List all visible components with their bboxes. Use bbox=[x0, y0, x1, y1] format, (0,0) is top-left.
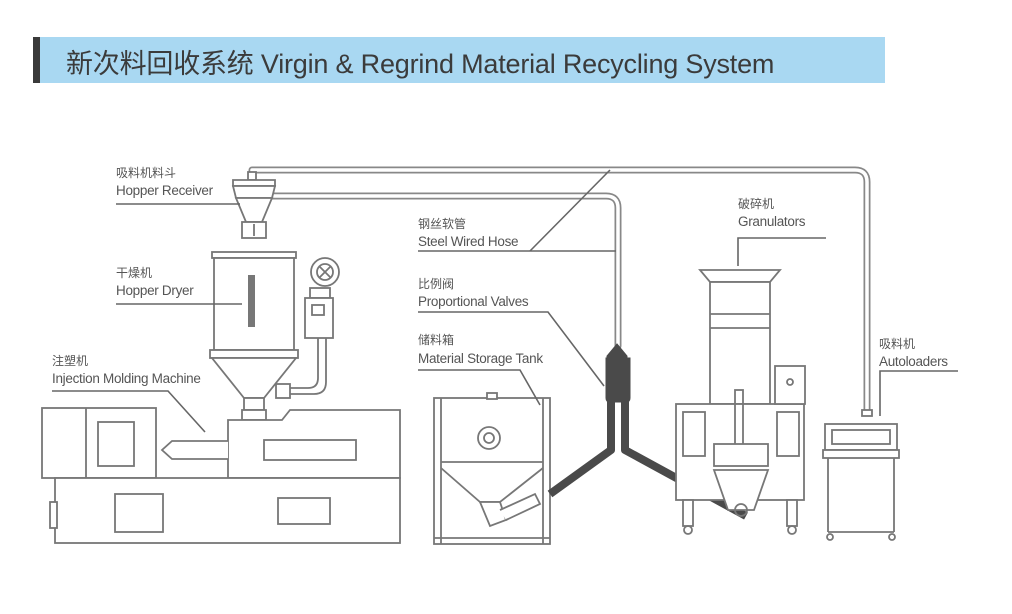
autoloader bbox=[822, 409, 900, 541]
label-injection-molding-cn: 注塑机 bbox=[52, 353, 88, 368]
label-proportional-valves-en: Proportional Valves bbox=[418, 294, 529, 309]
label-injection-molding-en: Injection Molding Machine bbox=[52, 371, 201, 386]
granulator bbox=[675, 269, 806, 535]
title-bar bbox=[33, 37, 885, 83]
leader-lines bbox=[52, 169, 958, 433]
label-hopper-receiver-en: Hopper Receiver bbox=[116, 183, 214, 198]
label-autoloaders-en: Autoloaders bbox=[879, 354, 948, 369]
hopper-dryer bbox=[209, 251, 340, 421]
label-granulators-cn: 破碎机 bbox=[738, 196, 774, 211]
label-steel-hose-cn: 钢丝软管 bbox=[418, 216, 466, 231]
label-proportional-valves-cn: 比例阀 bbox=[418, 277, 454, 291]
title-accent bbox=[33, 37, 40, 83]
label-steel-hose-en: Steel Wired Hose bbox=[418, 234, 518, 249]
label-hopper-dryer-cn: 干燥机 bbox=[116, 266, 152, 280]
labels: 吸料机料斗 Hopper Receiver 干燥机 Hopper Dryer 注… bbox=[52, 166, 949, 386]
hopper-receiver bbox=[231, 171, 277, 239]
label-hopper-receiver-cn: 吸料机料斗 bbox=[116, 166, 176, 180]
injection-molding-machine bbox=[41, 407, 401, 544]
label-hopper-dryer-en: Hopper Dryer bbox=[116, 283, 194, 298]
page-title: 新次料回收系统 Virgin & Regrind Material Recycl… bbox=[66, 49, 775, 79]
label-autoloaders-cn: 吸料机 bbox=[879, 337, 915, 351]
label-storage-tank-cn: 储料箱 bbox=[418, 332, 454, 347]
label-granulators-en: Granulators bbox=[738, 214, 806, 229]
label-storage-tank-en: Material Storage Tank bbox=[418, 351, 543, 366]
vacuum-pipes bbox=[248, 166, 871, 416]
material-storage-tank bbox=[433, 392, 551, 545]
